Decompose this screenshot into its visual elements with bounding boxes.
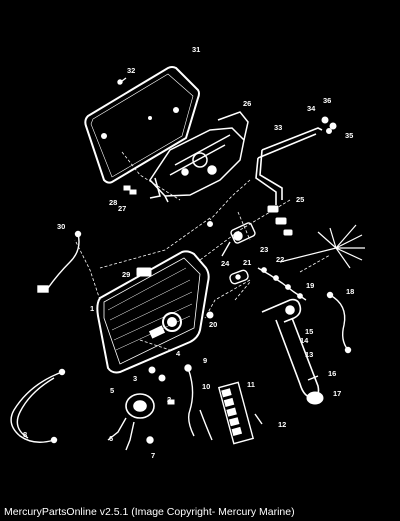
callout-17: 17 xyxy=(333,389,341,398)
cable-8 xyxy=(10,368,66,444)
horn-5 xyxy=(125,393,155,419)
callout-1: 1 xyxy=(90,304,94,313)
callout-4: 4 xyxy=(176,349,181,358)
callout-34: 34 xyxy=(307,104,316,113)
control-rods-33 xyxy=(255,127,323,205)
callout-5: 5 xyxy=(110,386,114,395)
keys-25 xyxy=(267,205,293,236)
callout-22: 22 xyxy=(276,255,284,264)
harness-6-7 xyxy=(107,417,154,451)
callout-7: 7 xyxy=(151,451,155,460)
callout-20: 20 xyxy=(209,320,217,329)
callout-25: 25 xyxy=(296,195,304,204)
shift-mechanism-26 xyxy=(149,111,249,203)
callout-18: 18 xyxy=(346,287,354,296)
copyright-caption: MercuryPartsOnline v2.5.1 (Image Copyrig… xyxy=(4,506,295,518)
hardware-27-28 xyxy=(123,185,213,227)
callout-28: 28 xyxy=(109,198,117,207)
callout-19: 19 xyxy=(306,281,314,290)
callout-24: 24 xyxy=(221,259,230,268)
callout-14: 14 xyxy=(300,336,309,345)
terminal-block-11 xyxy=(217,381,255,445)
callout-11: 11 xyxy=(247,380,255,389)
callout-8: 8 xyxy=(23,430,27,439)
callout-2: 2 xyxy=(167,395,171,404)
switch-23 xyxy=(221,222,256,257)
callout-15: 15 xyxy=(305,327,313,336)
callout-26: 26 xyxy=(243,99,251,108)
callout-16: 16 xyxy=(328,369,336,378)
callout-30: 30 xyxy=(57,222,65,231)
callout-9: 9 xyxy=(203,356,207,365)
callout-3: 3 xyxy=(133,374,137,383)
callout-13: 13 xyxy=(305,350,313,359)
small-hardware-34-36 xyxy=(321,116,337,134)
callout-35: 35 xyxy=(345,131,353,140)
callout-32: 32 xyxy=(127,66,135,75)
screw-32 xyxy=(117,77,127,85)
callout-29: 29 xyxy=(122,270,130,279)
callout-21: 21 xyxy=(243,258,251,267)
callout-27: 27 xyxy=(118,204,126,213)
mounting-plate-31 xyxy=(84,66,200,184)
callout-10: 10 xyxy=(202,382,210,391)
callout-12: 12 xyxy=(278,420,286,429)
control-housing-1 xyxy=(96,250,210,374)
screw-16 xyxy=(307,375,319,381)
hardware-2-4 xyxy=(148,366,175,405)
washer-20 xyxy=(206,311,214,319)
callout-23: 23 xyxy=(260,245,268,254)
lanyard-cable-9-10 xyxy=(184,364,213,441)
callout-labels: 1 2 3 4 5 6 7 8 9 10 11 12 13 14 15 16 1… xyxy=(23,45,354,460)
cylinder-21 xyxy=(229,269,249,285)
screw-12 xyxy=(254,413,263,425)
linkage-chain-19-22 xyxy=(257,267,307,301)
callout-6: 6 xyxy=(109,434,113,443)
dashed-leader-lines xyxy=(74,151,331,351)
callout-31: 31 xyxy=(192,45,200,54)
bracket-29 xyxy=(136,267,152,277)
knob-17 xyxy=(306,391,324,405)
callout-33: 33 xyxy=(274,123,282,132)
wire-harness xyxy=(279,224,365,269)
cable-18 xyxy=(326,291,352,354)
cable-30 xyxy=(37,230,82,293)
callout-36: 36 xyxy=(323,96,331,105)
